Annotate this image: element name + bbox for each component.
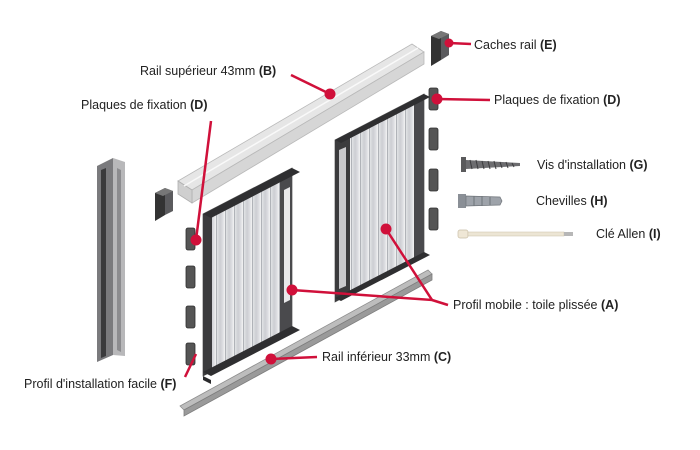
label-rail-inferieur: Rail inférieur 33mm (C) — [322, 350, 452, 364]
plaques-fixation-left — [185, 227, 196, 366]
label-cle-allen: Clé Allen (I) — [596, 227, 661, 241]
label-caches-rail: Caches rail (E) — [474, 38, 557, 52]
label-chevilles: Chevilles (H) — [536, 194, 608, 208]
profil-mobile-right — [334, 93, 430, 303]
label-rail-superieur: Rail supérieur 43mm (B) — [140, 64, 277, 78]
leader-plaques-right — [436, 97, 491, 102]
dot-rail-inferieur — [265, 353, 277, 365]
label-plaques-fixation-left: Plaques de fixation (D) — [81, 98, 208, 112]
plaques-fixation-right — [428, 87, 439, 231]
profil-installation-facile — [97, 158, 125, 362]
profil-mobile-left — [202, 167, 300, 384]
dot-plaques-right — [431, 93, 443, 105]
dot-plaques-left — [190, 234, 202, 246]
chevilles-icon — [458, 194, 503, 208]
dot-caches-rail — [444, 38, 454, 48]
leader-profil-mobile-label — [431, 298, 449, 307]
caches-rail-top — [431, 31, 449, 66]
dot-profil-mobile-right — [380, 223, 392, 235]
cle-allen-icon — [457, 229, 573, 239]
dot-profil-mobile-left — [286, 284, 298, 296]
leader-rail-inferieur — [270, 355, 318, 361]
label-vis-installation: Vis d'installation (G) — [537, 158, 648, 172]
callout-dots — [190, 38, 454, 365]
label-profil-installation-facile: Profil d'installation facile (F) — [24, 377, 177, 391]
label-plaques-fixation-right: Plaques de fixation (D) — [494, 93, 621, 107]
rail-inferieur — [179, 269, 433, 417]
rail-superieur — [177, 43, 425, 204]
label-profil-mobile: Profil mobile : toile plissée (A) — [453, 298, 619, 312]
leader-plaques-left — [194, 120, 213, 241]
dot-rail-superieur — [324, 88, 336, 100]
caches-rail-bottom — [155, 188, 173, 221]
leader-profil-installation — [183, 353, 198, 378]
leader-rail-superieur — [290, 73, 331, 96]
callout-lines — [183, 41, 491, 378]
vis-installation-icon — [461, 157, 520, 172]
